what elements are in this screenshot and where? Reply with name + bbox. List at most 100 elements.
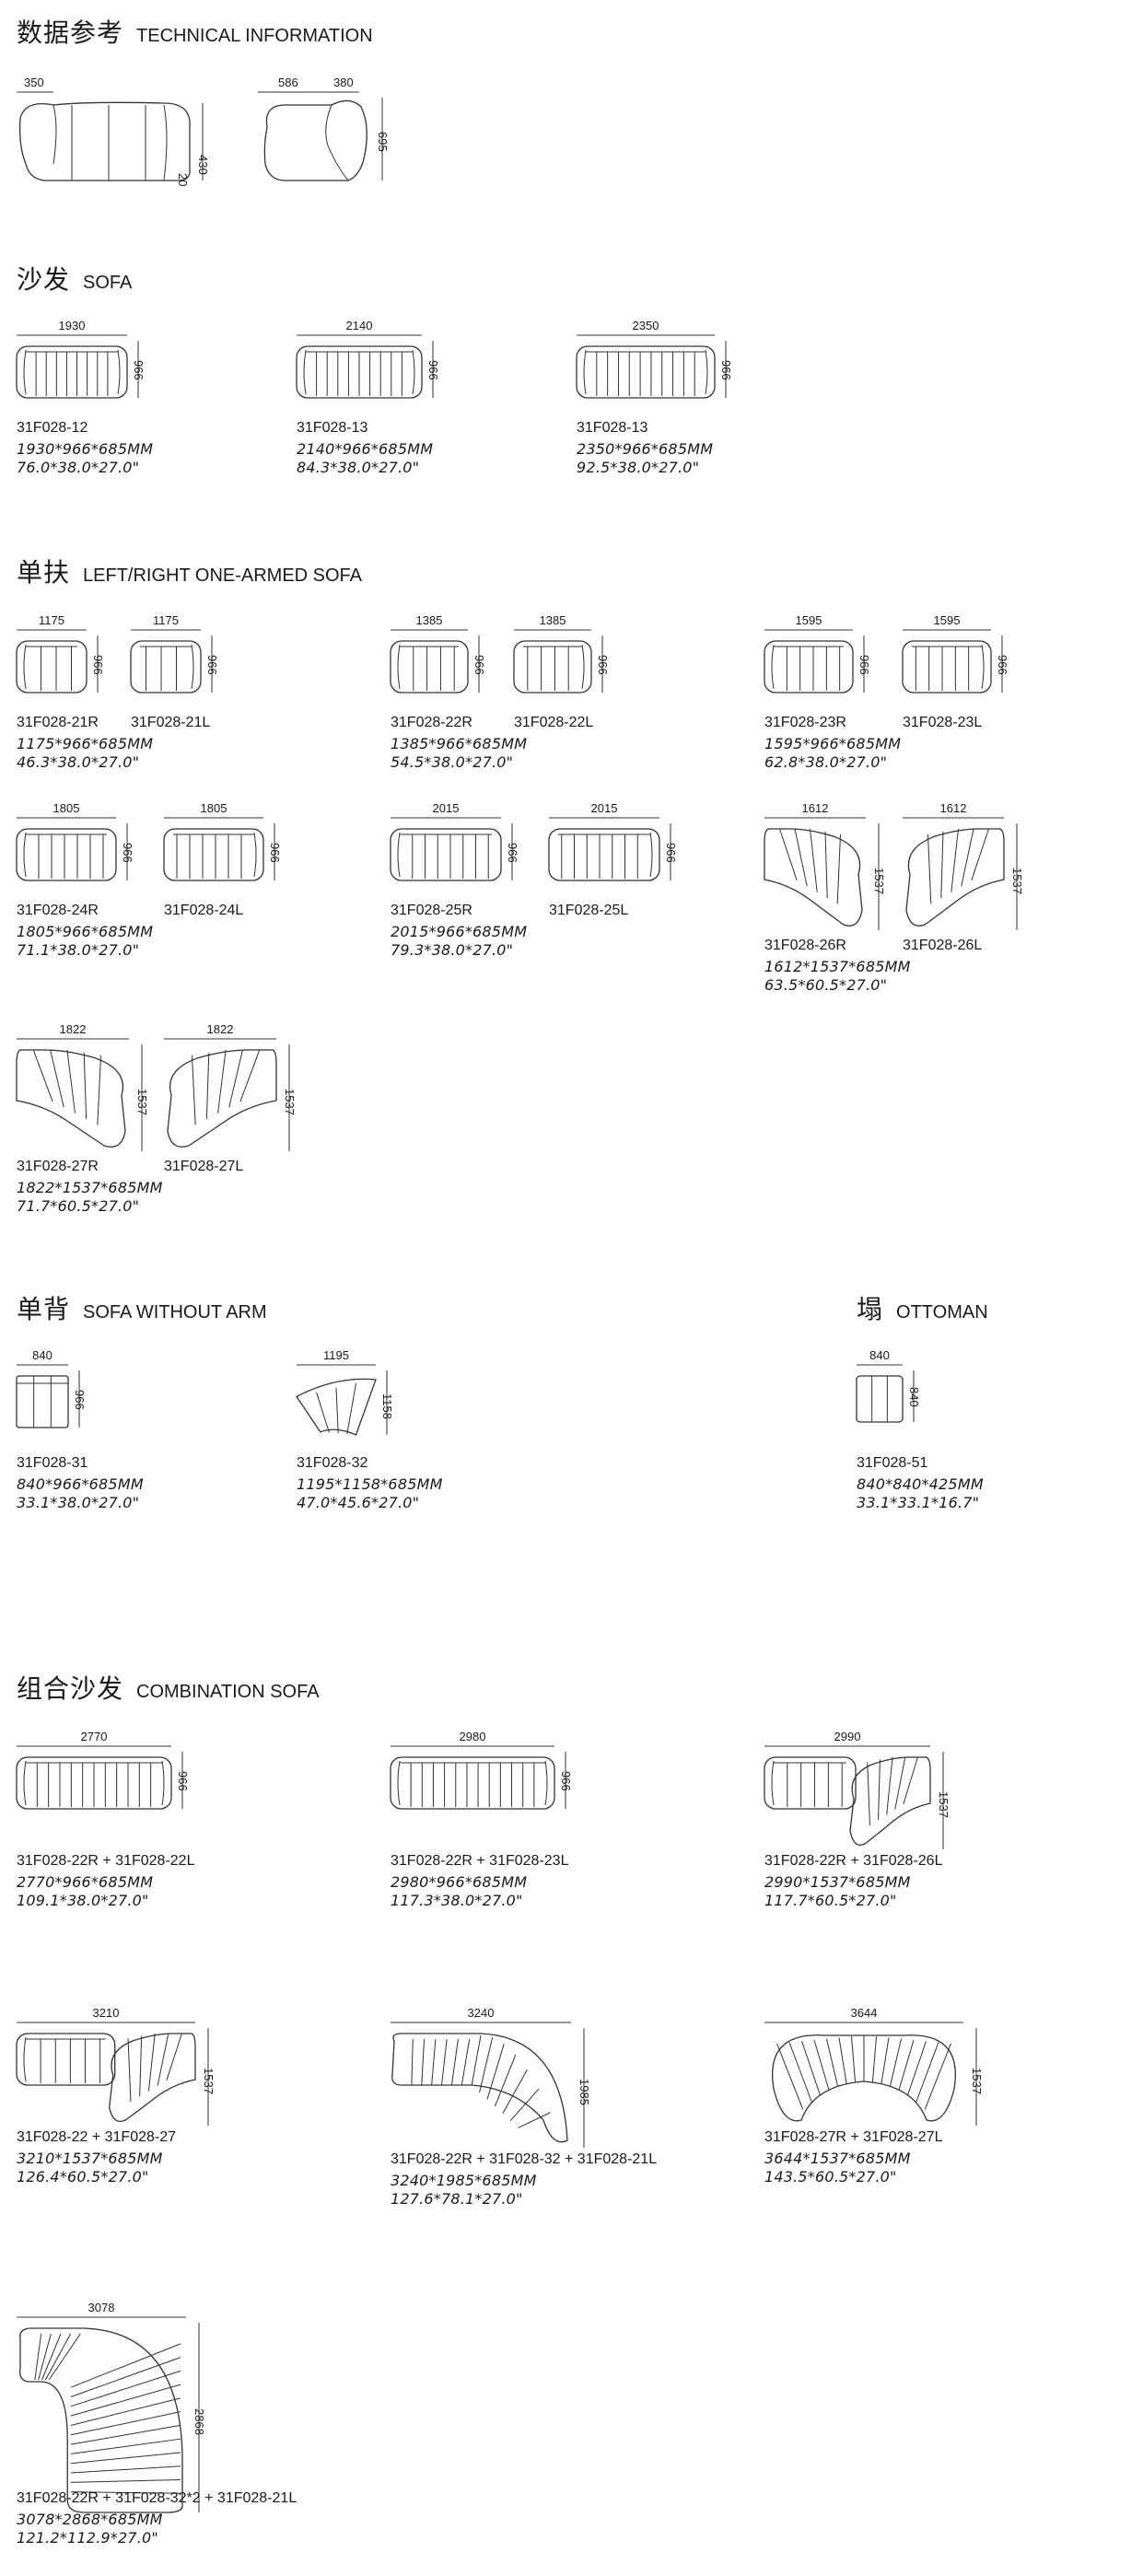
dim-width-label: 2140	[346, 319, 373, 332]
product-code-right: 31F028-24R	[17, 903, 99, 918]
section-title-en: TECHNICAL INFORMATION	[136, 26, 373, 46]
product-size-mm: 1822*1537*685MM	[17, 1179, 163, 1196]
product-size-mm: 2990*1537*685MM	[764, 1873, 911, 1891]
product-codes: 31F028-21R 31F028-21L	[17, 715, 210, 731]
product-size-mm: 1195*1158*685MM	[297, 1475, 443, 1493]
dim-depth-label: 1158	[380, 1393, 394, 1419]
product-code: 31F028-27R + 31F028-27L	[764, 2129, 943, 2145]
dim-depth-label: 966	[596, 655, 610, 675]
tech-front-view: 586 380 695	[258, 72, 405, 192]
dim-width-label: 840	[869, 1348, 890, 1362]
sofa-outline	[764, 640, 854, 694]
product-size-mm: 3240*1985*685MM	[391, 2172, 537, 2189]
dim-depth-label: 1537	[202, 2068, 216, 2094]
product-code: 31F028-31	[17, 1455, 88, 1471]
dim-width-label: 840	[32, 1348, 52, 1362]
dim-width-label: 1930	[59, 319, 86, 332]
corner-sofa-outline	[849, 1756, 931, 1847]
dim-depth-label: 2868	[192, 2408, 206, 2435]
dim-label: 380	[333, 76, 354, 89]
dim-depth-label: 840	[907, 1387, 921, 1407]
product-code-left: 31F028-25L	[549, 903, 629, 918]
product-size-mm: 3078*2868*685MM	[17, 2511, 163, 2528]
section-title-cn: 单扶	[17, 557, 71, 588]
sofa-outline	[130, 640, 202, 694]
dim-width-label: 3644	[851, 2006, 878, 2020]
corner-sofa-outline	[109, 2033, 196, 2123]
product-size-inch: 63.5*60.5*27.0"	[764, 976, 888, 994]
product-code: 31F028-22R + 31F028-32*2 + 31F028-21L	[17, 2490, 297, 2506]
dim-width-label: 3240	[468, 2006, 495, 2020]
sofa-profile-drawing: 586 380 695	[258, 76, 390, 181]
sofa-outline	[576, 345, 716, 399]
product-code-right: 31F028-25R	[391, 903, 472, 918]
section-noarm-title: 单背 SOFA WITHOUT ARM	[17, 1289, 267, 1326]
product-size-inch: 126.4*60.5*27.0"	[17, 2168, 149, 2186]
product-size-mm: 2140*966*685MM	[297, 440, 434, 458]
section-title-cn: 沙发	[17, 264, 71, 295]
dim-width-label: 3210	[93, 2006, 120, 2020]
product-code: 31F028-22R + 31F028-23L	[391, 1853, 569, 1869]
product-code: 31F028-32	[297, 1455, 368, 1471]
armless-outline	[16, 1375, 69, 1428]
product-size-inch: 46.3*38.0*27.0"	[17, 753, 140, 771]
sofa-outline	[390, 828, 502, 881]
dim-depth-label: 966	[559, 1771, 573, 1791]
dim-depth-label: 1537	[135, 1089, 149, 1115]
product-size-inch: 79.3*38.0*27.0"	[391, 941, 514, 959]
product-code: 31F028-13	[297, 420, 368, 436]
product-size-inch: 33.1*33.1*16.7"	[857, 1494, 980, 1511]
product-size-mm: 2980*966*685MM	[391, 1873, 528, 1891]
section-onearm-title: 单扶 LEFT/RIGHT ONE-ARMED SOFA	[17, 553, 362, 589]
section-title-en: OTTOMAN	[896, 1302, 988, 1323]
product-code: 31F028-51	[857, 1455, 928, 1471]
dim-width-label: 1805	[201, 801, 227, 815]
product-size-inch: 109.1*38.0*27.0"	[17, 1892, 149, 1909]
dim-depth-label: 1537	[970, 2068, 984, 2094]
product-code-left: 31F028-26L	[903, 938, 983, 953]
product-code-right: 31F028-26R	[764, 938, 846, 953]
section-title-en: LEFT/RIGHT ONE-ARMED SOFA	[83, 565, 363, 586]
product-code-right: 31F028-22R	[391, 715, 472, 730]
dim-width-label: 1175	[39, 613, 64, 627]
product-size-inch: 76.0*38.0*27.0"	[17, 459, 140, 476]
dim-depth-label: 1537	[283, 1089, 297, 1115]
product-size-inch: 47.0*45.6*27.0"	[297, 1494, 420, 1511]
product-codes: 31F028-25R 31F028-25L	[391, 903, 628, 919]
product-code-left: 31F028-21L	[131, 715, 211, 730]
dim-width-label: 2990	[834, 1730, 861, 1743]
dim-width-label: 1175	[153, 613, 179, 627]
product-code-left: 31F028-24L	[164, 903, 244, 918]
product-size-mm: 1385*966*685MM	[391, 735, 528, 752]
dim-width-label: 2015	[433, 801, 460, 815]
combo-u-outline	[19, 2327, 183, 2513]
dim-label: 20	[176, 173, 190, 186]
dim-label: 350	[24, 76, 44, 89]
product-size-inch: 127.6*78.1*27.0"	[391, 2190, 523, 2208]
dim-width-label: 1595	[796, 613, 822, 627]
dim-depth-label: 966	[176, 1771, 190, 1791]
section-title-cn: 组合沙发	[17, 1673, 124, 1704]
dim-width-label: 2015	[591, 801, 618, 815]
product-code: 31F028-22R + 31F028-22L	[17, 1853, 195, 1869]
dim-depth-label: 966	[857, 655, 871, 675]
dim-width-label: 1612	[940, 801, 967, 815]
product-codes: 31F028-26R 31F028-26L	[764, 938, 982, 954]
product-code-right: 31F028-27R	[17, 1159, 99, 1174]
product-code: 31F028-13	[577, 420, 648, 436]
sofa-outline	[16, 828, 117, 881]
section-title-en: COMBINATION SOFA	[136, 1682, 320, 1702]
product-code-right: 31F028-21R	[17, 715, 99, 730]
product-size-inch: 117.7*60.5*27.0"	[764, 1892, 897, 1909]
sofa-outline	[513, 640, 592, 694]
product-code-right: 31F028-23R	[764, 715, 846, 730]
